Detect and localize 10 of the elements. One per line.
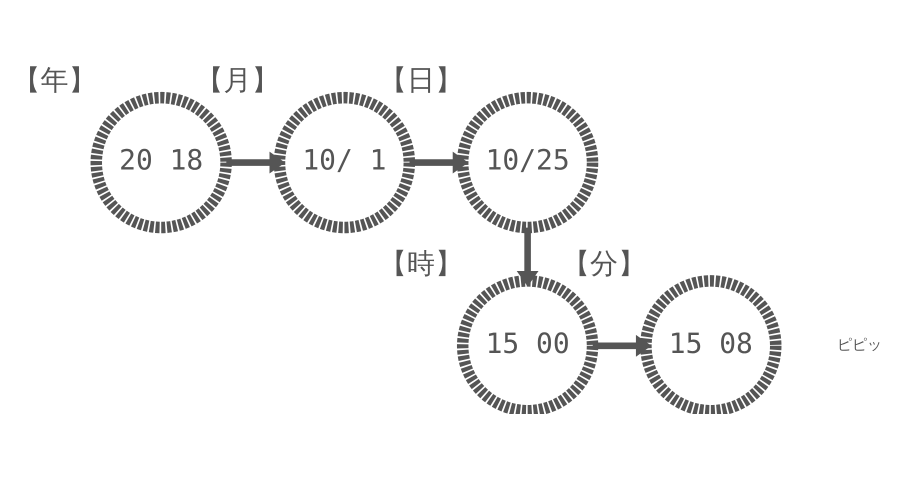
node-circle: 15 00 — [456, 275, 598, 414]
node-circle: 10/ 1 — [274, 92, 416, 234]
arrow — [410, 152, 468, 174]
node-circle: 10/25 — [456, 92, 598, 234]
arrow — [226, 152, 286, 174]
arrow — [516, 228, 539, 287]
node-circle: 20 18 — [90, 92, 232, 234]
node-circle: 15 08 — [640, 275, 782, 414]
label: ピピッ — [837, 336, 882, 354]
arrow — [592, 334, 652, 357]
